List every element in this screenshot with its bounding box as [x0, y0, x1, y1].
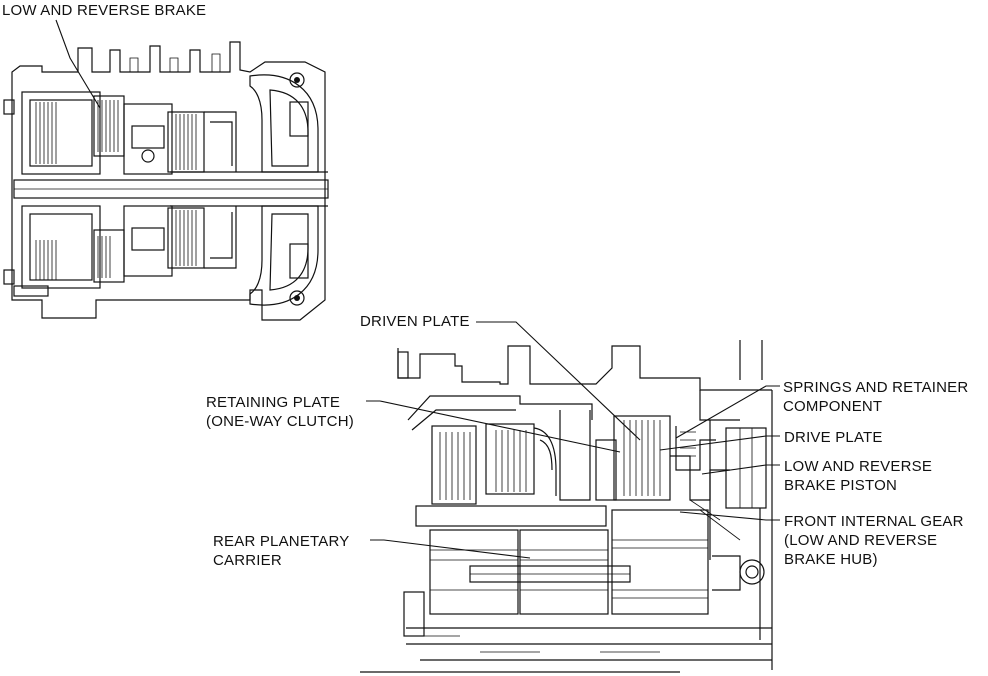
label-low-and-reverse-brake: LOW AND REVERSE BRAKE [2, 2, 207, 19]
label-springs-and-retainer: SPRINGS AND RETAINER COMPONENT [783, 379, 969, 415]
leader-driven-plate [476, 321, 641, 441]
leader-front-internal-gear [679, 511, 780, 521]
overview-cross-section [3, 41, 329, 321]
leader-brake-piston [701, 464, 780, 475]
leader-retaining-plate [366, 400, 621, 453]
label-rear-planetary-carrier: REAR PLANETARY CARRIER [213, 533, 350, 569]
label-brake-piston: LOW AND REVERSE BRAKE PISTON [784, 458, 933, 494]
leader-drive-plate [659, 435, 780, 451]
detail-cross-section [360, 340, 773, 673]
label-drive-plate: DRIVE PLATE [784, 429, 883, 446]
leader-rear-planetary-carrier [370, 539, 531, 559]
label-retaining-plate: RETAINING PLATE (ONE-WAY CLUTCH) [206, 394, 354, 430]
label-front-internal-gear: FRONT INTERNAL GEAR (LOW AND REVERSE BRA… [784, 513, 964, 568]
leader-low-and-reverse-brake [55, 19, 101, 109]
leader-springs-and-retainer [675, 385, 780, 439]
label-driven-plate: DRIVEN PLATE [360, 313, 470, 330]
